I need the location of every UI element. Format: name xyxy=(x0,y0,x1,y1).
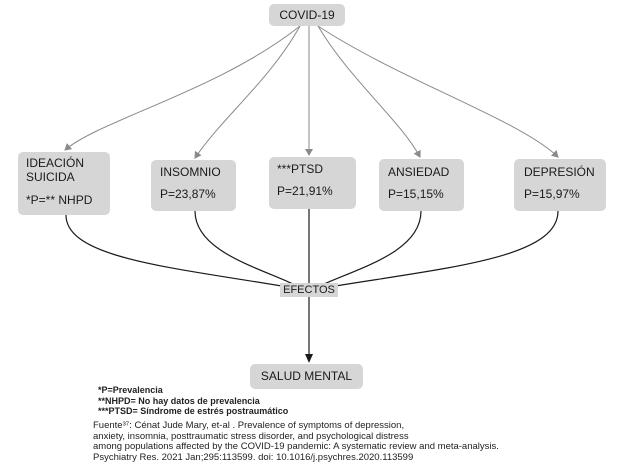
arrow-to-depresion xyxy=(317,25,559,158)
node-ideacion-suicida: IDEACIÓN SUICIDA *P=** NHPD xyxy=(18,152,110,215)
line-insomnio-to-effects xyxy=(194,210,306,291)
node-value: P=15,15% xyxy=(388,187,444,201)
node-value: *P=** NHPD xyxy=(26,193,93,207)
node-covid19-label: COVID-19 xyxy=(279,8,335,22)
node-label: IDEACIÓN SUICIDA xyxy=(26,156,85,184)
node-label: DEPRESIÓN xyxy=(524,165,595,179)
source-citation: Fuente³⁷: Cénat Jude Mary, et-al . Preva… xyxy=(93,420,499,463)
line-ideacion-to-effects xyxy=(65,214,306,291)
citation-line: among populations affected by the COVID-… xyxy=(93,441,499,452)
node-ptsd: ***PTSD P=21,91% xyxy=(269,157,356,209)
node-salud-mental: SALUD MENTAL xyxy=(250,364,363,389)
citation-line: Psychiatry Res. 2021 Jan;295:113599. doi… xyxy=(93,451,414,463)
node-label: ANSIEDAD xyxy=(388,165,450,179)
node-label: INSOMNIO xyxy=(160,165,221,179)
node-value: P=15,97% xyxy=(524,187,580,201)
node-value: P=21,91% xyxy=(277,184,333,198)
note-line: *P=Prevalencia xyxy=(98,385,163,395)
node-salud-mental-label: SALUD MENTAL xyxy=(260,369,353,383)
node-insomnio: INSOMNIO P=23,87% xyxy=(151,160,236,211)
node-covid19: COVID-19 xyxy=(269,4,345,26)
citation-line: Fuente³⁷: Cénat Jude Mary, et-al . Preva… xyxy=(93,420,405,431)
arrow-to-ansiedad xyxy=(317,25,421,158)
note-line: **NHPD= No hay datos de prevalencia xyxy=(98,395,260,406)
arrow-to-insomnio xyxy=(194,25,301,159)
node-ansiedad: ANSIEDAD P=15,15% xyxy=(379,159,464,211)
node-label: ***PTSD xyxy=(277,162,324,176)
note-line: ***PTSD= Síndrome de estrés postraumátic… xyxy=(98,406,289,416)
line-ansiedad-to-effects xyxy=(310,210,422,291)
node-value: P=23,87% xyxy=(160,187,216,201)
abbreviation-notes: *P=Prevalencia **NHPD= No hay datos de p… xyxy=(98,385,288,417)
line-depresion-to-effects xyxy=(310,210,559,291)
citation-line: anxiety, insomnia, posttraumatic stress … xyxy=(93,430,409,442)
node-efectos: EFECTOS xyxy=(280,283,338,297)
node-depresion: DEPRESIÓN P=15,97% xyxy=(514,159,606,211)
arrow-to-ideacion xyxy=(64,25,301,151)
